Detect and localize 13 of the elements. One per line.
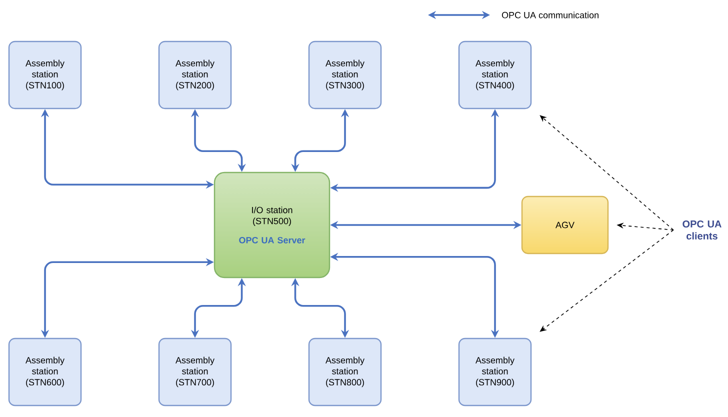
legend-label: OPC UA communication xyxy=(502,12,598,18)
station-box: Assembly station (STN800) xyxy=(308,338,382,406)
station-box: Assembly station (STN100) xyxy=(8,40,82,110)
client-label: OPC UA clients xyxy=(682,220,722,240)
agv-box: AGV xyxy=(521,196,609,254)
station-box: Assembly station (STN400) xyxy=(458,40,532,110)
station-box: Assembly station (STN600) xyxy=(8,338,82,406)
station-box: Assembly station (STN300) xyxy=(308,40,382,110)
station-box: Assembly station (STN200) xyxy=(158,40,232,110)
server-box: I/O station (STN500) OPC UA Server xyxy=(214,172,330,278)
station-box: Assembly station (STN900) xyxy=(458,338,532,406)
station-box: Assembly station (STN700) xyxy=(158,338,232,406)
dashed-arrow xyxy=(540,115,674,230)
